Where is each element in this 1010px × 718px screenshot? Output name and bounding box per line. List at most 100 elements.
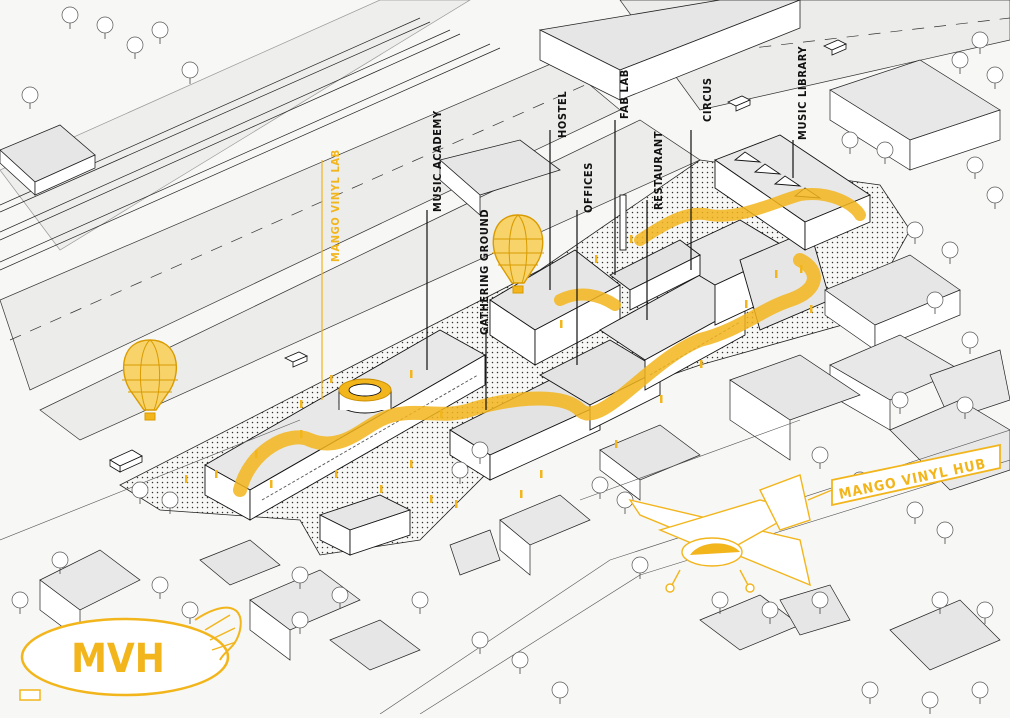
- tree-icon: [976, 601, 994, 624]
- person-icon: [455, 500, 458, 508]
- tree-icon: [931, 591, 949, 614]
- tree-icon: [926, 291, 944, 314]
- airplane-icon: [628, 474, 833, 593]
- tree-icon: [841, 131, 859, 154]
- person-icon: [330, 375, 333, 383]
- tree-icon: [511, 651, 529, 674]
- annex-building: [318, 494, 412, 556]
- tree-icon: [11, 591, 29, 614]
- neighborhood-buildings: [39, 59, 1010, 671]
- person-icon: [560, 320, 563, 328]
- tree-icon: [21, 86, 39, 109]
- person-icon: [615, 440, 618, 448]
- yellow-route: [233, 188, 866, 497]
- label-restaurant: RESTAURANT: [652, 131, 665, 210]
- label-music-academy: MUSIC ACADEMY: [431, 110, 444, 212]
- tree-icon: [971, 31, 989, 54]
- person-icon: [520, 490, 523, 498]
- long-station-building: [439, 0, 801, 216]
- label-music-library: MUSIC LIBRARY: [796, 46, 809, 140]
- tree-icon: [161, 491, 179, 514]
- person-icon: [540, 470, 543, 478]
- tree-icon: [551, 681, 569, 704]
- person-icon: [270, 480, 273, 488]
- person-icon: [800, 265, 803, 273]
- tree-icon: [131, 481, 149, 504]
- person-icon: [630, 235, 633, 243]
- person-icon: [810, 305, 813, 313]
- person-icon: [410, 370, 413, 378]
- person-icon: [300, 400, 303, 408]
- tree-icon: [891, 391, 909, 414]
- tree-icon: [471, 631, 489, 654]
- person-icon: [410, 460, 413, 468]
- tree-icon: [471, 441, 489, 464]
- tree-icon: [971, 681, 989, 704]
- label-hostel: HOSTEL: [556, 91, 569, 138]
- tree-icon: [291, 611, 309, 634]
- tree-icon: [711, 591, 729, 614]
- tree-icon: [941, 241, 959, 264]
- tree-icon: [151, 21, 169, 44]
- tree-icon: [331, 586, 349, 609]
- tree-icon: [956, 396, 974, 419]
- tree-icon: [291, 566, 309, 589]
- tree-icon: [451, 461, 469, 484]
- blimp-icon: MVH: [19, 606, 242, 701]
- tree-icon: [936, 521, 954, 544]
- rail-corridor: [0, 0, 501, 271]
- program-labels: MANGO VINYL LAB MUSIC ACADEMY GATHERING …: [329, 46, 809, 335]
- label-gathering-ground: GATHERING GROUND: [478, 209, 491, 335]
- tree-icon: [181, 601, 199, 624]
- car-icon: [727, 95, 751, 112]
- rotunda: [338, 378, 392, 414]
- person-icon: [660, 395, 663, 403]
- tree-icon: [631, 556, 649, 579]
- tree-icon: [591, 476, 609, 499]
- tree-icon: [181, 61, 199, 84]
- tree-icon: [811, 591, 829, 614]
- label-circus: CIRCUS: [701, 77, 714, 122]
- depot-building: [0, 124, 96, 196]
- person-icon: [255, 450, 258, 458]
- program-leaders: [321, 120, 794, 410]
- car-icon: [284, 351, 308, 368]
- person-icon: [745, 300, 748, 308]
- tree-icon: [51, 551, 69, 574]
- person-icon: [185, 475, 188, 483]
- tree-icon: [966, 156, 984, 179]
- tree-icon: [126, 36, 144, 59]
- person-icon: [430, 495, 433, 503]
- tree-icon: [96, 16, 114, 39]
- tree-icon: [61, 6, 79, 29]
- tree-icon: [761, 601, 779, 624]
- tree-icon: [951, 51, 969, 74]
- tree-icon: [616, 491, 634, 514]
- person-icon: [300, 430, 303, 438]
- person-icon: [380, 485, 383, 493]
- tree-icon: [906, 221, 924, 244]
- cars: [109, 39, 847, 473]
- label-mango-vinyl-lab: MANGO VINYL LAB: [329, 149, 342, 262]
- blimp-text: MVH: [71, 636, 165, 682]
- person-icon: [335, 470, 338, 478]
- person-icon: [700, 360, 703, 368]
- label-offices: OFFICES: [582, 162, 595, 213]
- tree-icon: [921, 691, 939, 714]
- tree-icon: [811, 446, 829, 469]
- hot-air-balloon-icon: [122, 339, 178, 421]
- hot-air-balloon-icon: [492, 214, 544, 294]
- tree-icon: [861, 681, 879, 704]
- person-icon: [440, 410, 443, 418]
- tree-icon: [986, 186, 1004, 209]
- tree-icon: [906, 501, 924, 524]
- tree-icon: [411, 591, 429, 614]
- tree-icon: [986, 66, 1004, 89]
- person-icon: [215, 470, 218, 478]
- trees: [11, 6, 1004, 714]
- car-icon: [109, 449, 143, 473]
- tree-icon: [151, 576, 169, 599]
- person-icon: [595, 255, 598, 263]
